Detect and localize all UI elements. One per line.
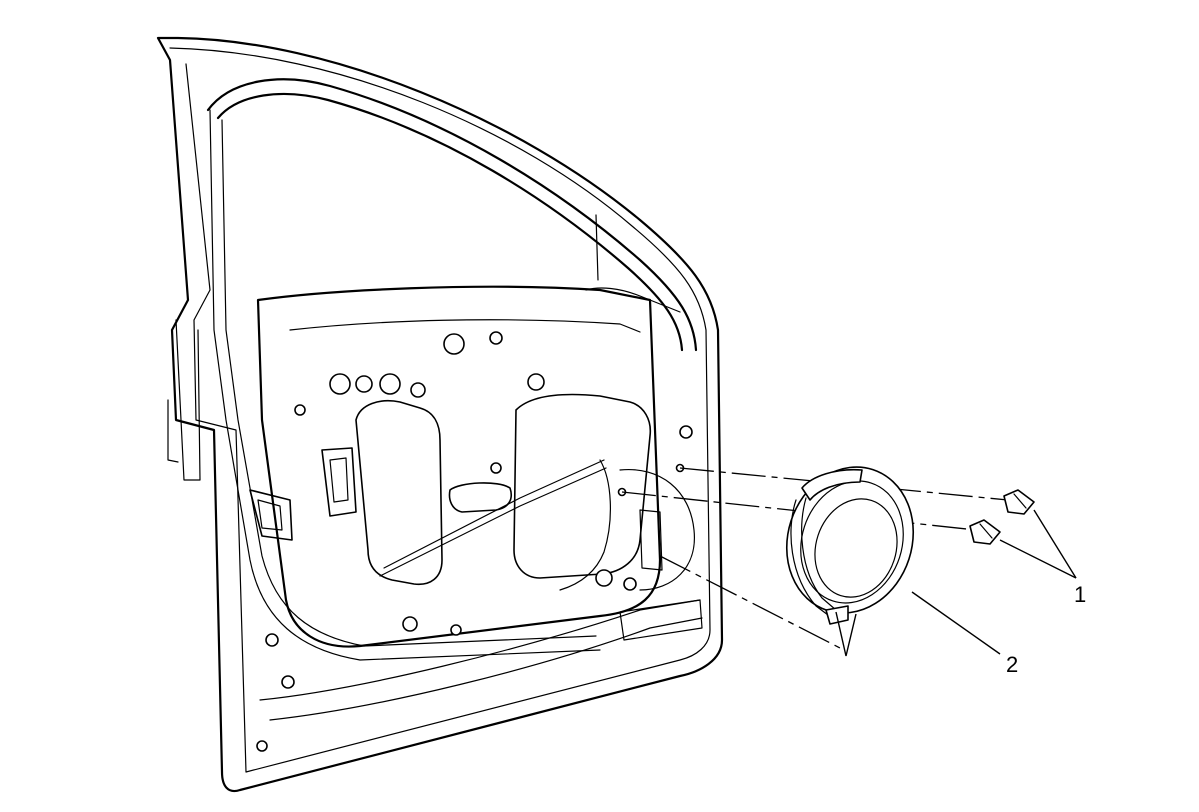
leader-lines xyxy=(835,509,1077,657)
speaker xyxy=(785,466,915,625)
fastener-upper xyxy=(1003,489,1035,515)
door-shell xyxy=(156,36,724,793)
window-frame xyxy=(206,78,698,661)
fastener-lower xyxy=(969,519,1001,545)
callout-1: 1 xyxy=(1074,582,1086,607)
callout-2: 2 xyxy=(1006,652,1018,677)
inner-panel xyxy=(256,285,695,648)
